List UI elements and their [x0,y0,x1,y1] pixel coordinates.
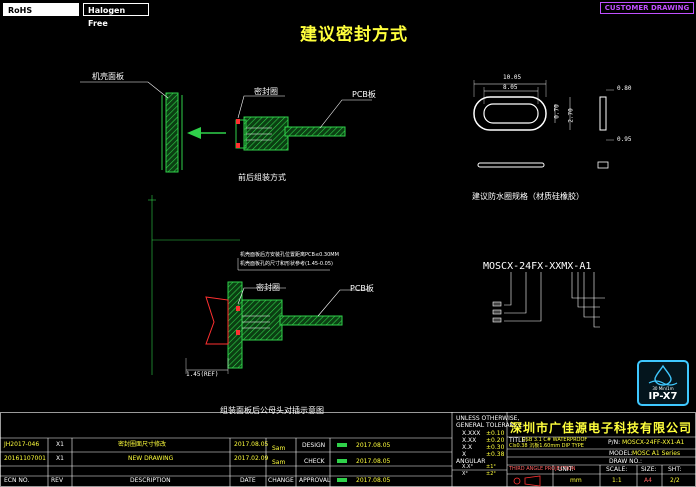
role-approval: APPROVAL [299,477,331,484]
draw-no-label: DRAW NO.: [609,458,643,465]
model-value: MOSC A1 Series [632,450,681,457]
tol-heading-2: GENERAL TOLERANCE: [456,422,525,429]
hdr-rev: REV [51,477,64,484]
customer-drawing-badge: CUSTOMER DRAWING [600,2,694,14]
design-approved-mark [337,443,347,447]
ang-key-1: X.X° [462,464,473,470]
tol-key-2: X.XX [462,437,477,444]
rev2-rev: X1 [56,455,64,462]
tol-angular: ANGULAR [456,458,486,465]
rev1-desc: 密封圈面尺寸修改 [118,441,167,448]
tol-key-3: X.X [462,444,473,451]
date-check: 2017.08.05 [356,458,391,465]
tol-val-1: ±0.10 [486,430,505,437]
role-design: DESIGN [302,442,326,449]
rev2-ecn: 20161107001 [4,455,46,462]
ang-val-2: ±2° [486,471,496,477]
size-label: SIZE: [641,466,657,473]
pcb-label-bottom: PCB板 [350,284,374,293]
rohs-badge: RoHS Compliant [3,3,79,28]
pcb-label-top: PCB板 [352,90,376,99]
note-line-2: 机壳面板孔的尺寸和形状参考(1.45-0.05) [240,261,333,267]
seal-label-bottom: 密封圈 [256,283,280,292]
dim-height: 0.70 [553,104,561,119]
ip-rating-sub: 30 Min/1m [652,386,674,391]
rev1-date: 2017.08.05 [234,441,269,448]
tol-key-1: X.XXX [462,430,481,437]
dim-bottom-right: 0.95 [617,136,632,143]
bottom-view-caption: 组装面板后公母头对插示意图 [220,406,324,415]
dim-outer-width: 10.05 [503,74,522,81]
bottom-assembly-view [148,195,370,375]
panel-label: 机壳面板 [92,72,124,81]
rev2-date: 2017.02.09 [234,455,269,462]
halogen-free-badge: Halogen Free [83,3,149,28]
size-value: A4 [644,477,652,484]
drawing-title: 建议密封方式 [300,25,408,45]
dim-inner-width: 8.05 [503,84,518,91]
pn-label: P/N: [608,439,621,446]
pn-value: MOSCX-24FF-XX1-A1 [622,439,685,446]
hdr-desc: DESCRIPTION [130,477,171,484]
water-drop-icon [648,364,678,386]
part-number-code: MOSCX-24FX-XXMX-A1 [483,261,592,272]
top-view-caption: 前后组装方式 [238,173,286,182]
approval-approved-mark [337,478,347,482]
tol-val-3: ±0.30 [486,444,505,451]
tol-heading-1: UNLESS OTHERWISE, [456,415,520,422]
ang-val-1: ±1° [486,464,496,470]
projection-symbol [513,477,521,485]
rev1-by: Sam [272,445,286,452]
check-approved-mark [337,459,347,463]
note-line-1: 机壳面板后方安装孔位置距离PCB≤0.30MM [240,252,339,258]
scale-value: 1:1 [612,477,622,484]
model-label: MODEL: [609,450,633,457]
rev1-rev: X1 [56,441,64,448]
title-line-1: USB 3.1 C# WATERPROOF [522,437,588,443]
top-assembly-view [80,81,372,173]
ip-rating-label: IP-X7 [648,391,678,402]
hdr-change: CHANGE [268,477,294,484]
date-approval: 2017.08.05 [356,477,391,484]
gasket-views [473,80,614,169]
rev2-by: Sam [272,459,286,466]
rev1-ecn: JH2017-046 [4,441,40,448]
title-label: TITLE: [509,437,528,444]
dim-side: 2.70 [567,108,575,123]
title-line-2: Cls0.38 沉板1.60mm DIP TYPE [509,443,584,449]
hdr-ecn: ECN NO. [4,477,30,484]
gasket-caption: 建议防水圈规格（材质硅橡胶） [472,192,584,201]
dim-ref: 1.45(REF) [186,371,219,378]
sht-value: 2/2 [670,477,680,484]
company-name: 深圳市广佳源电子科技有限公司 [510,421,693,435]
rev2-desc: NEW DRAWING [128,455,174,462]
scale-label: SCALE: [606,466,628,473]
date-design: 2017.08.05 [356,442,391,449]
ip-rating-badge: 30 Min/1m IP-X7 [637,360,689,406]
ang-key-2: X° [462,471,468,477]
dim-top-right: 0.80 [617,85,632,92]
unit-label: UNIT: [558,466,574,473]
tol-val-4: ±0.38 [486,451,505,458]
tol-val-2: ±0.20 [486,437,505,444]
tol-key-4: X [462,451,467,458]
seal-label-top: 密封圈 [254,87,278,96]
projection-label: THIRD ANGLE PROJECTION [509,466,576,472]
unit-value: mm [570,477,582,484]
hdr-date: DATE [240,477,256,484]
role-check: CHECK [304,458,325,465]
part-number-decoder [492,272,605,328]
sht-label: SHT: [668,466,682,473]
